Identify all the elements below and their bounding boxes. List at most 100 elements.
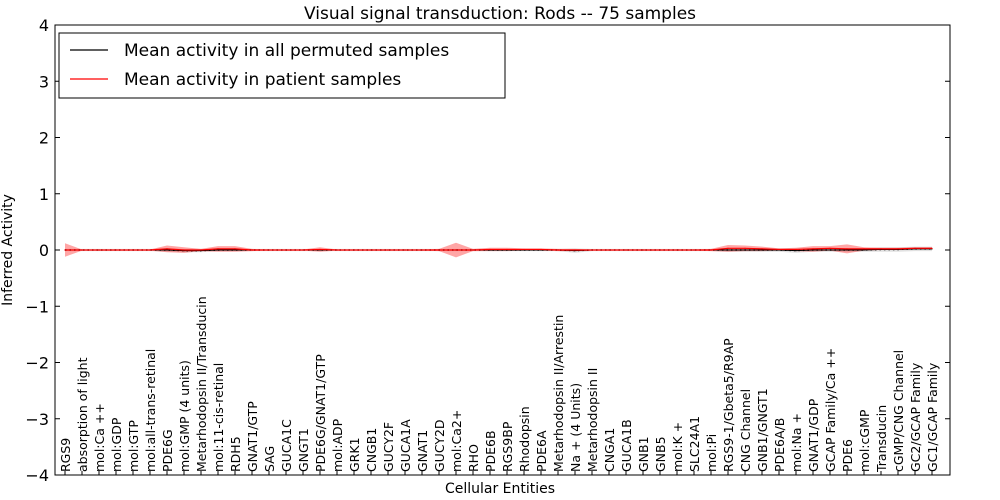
x-tick-label: GUCY2D <box>432 419 447 472</box>
data-point <box>795 248 797 251</box>
data-point <box>149 249 151 251</box>
x-tick-label: GC1/GCAP Family <box>925 362 940 472</box>
data-point <box>812 249 814 251</box>
x-tick-label: mol:all-trans-retinal <box>143 349 158 472</box>
x-tick-label: cGMP/CNG Channel <box>891 350 906 472</box>
data-point <box>81 249 83 251</box>
y-tick-label: 0 <box>39 241 49 260</box>
legend: Mean activity in all permuted samples Me… <box>58 32 506 99</box>
data-point <box>285 249 287 251</box>
data-point <box>659 249 661 251</box>
data-point <box>98 249 100 251</box>
x-tick-label: mol:Na + <box>789 413 804 472</box>
y-tick-label: −4 <box>25 466 49 485</box>
data-point <box>370 249 372 251</box>
data-point <box>727 249 729 251</box>
x-tick-label: GNGT1 <box>296 428 311 472</box>
x-tick-label: mol:GTP <box>126 420 141 472</box>
x-tick-label: mol:GDP <box>109 417 124 472</box>
data-point <box>931 247 933 249</box>
x-tick-label: SAG <box>262 446 277 472</box>
x-tick-label: Metarhodopsin II/Arrestin <box>551 315 566 472</box>
data-point <box>268 249 270 251</box>
data-point <box>812 248 814 250</box>
x-tick-label: absorption of light <box>75 357 90 472</box>
series-line-1 <box>65 247 932 251</box>
data-point <box>829 247 831 249</box>
x-tick-label: mol:ADP <box>330 418 345 472</box>
data-point <box>761 248 763 250</box>
data-point <box>557 249 559 251</box>
x-tick-label: Metarhodopsin II/Transducin <box>194 296 209 472</box>
x-tick-label: GNB1 <box>636 436 651 472</box>
data-point <box>353 249 355 251</box>
data-point <box>795 249 797 252</box>
x-tick-label: CNGB1 <box>364 428 379 472</box>
data-point <box>302 249 304 251</box>
data-point <box>863 248 865 250</box>
data-point <box>438 249 440 251</box>
x-tick-label: RHO <box>466 444 481 472</box>
data-point <box>319 248 321 251</box>
x-tick-label: mol:Ca2+ <box>449 410 464 472</box>
y-tick-label: 4 <box>39 16 49 35</box>
x-tick-label: PDE6G <box>160 429 175 472</box>
data-point <box>166 249 168 251</box>
data-point <box>727 247 729 249</box>
data-point <box>693 249 695 251</box>
data-point <box>251 249 253 251</box>
data-point <box>914 247 916 249</box>
x-tick-label: GNB5 <box>653 436 668 472</box>
data-point <box>387 249 389 251</box>
x-tick-label: GUCA1B <box>619 419 634 472</box>
data-point <box>421 249 423 251</box>
data-point <box>778 248 780 251</box>
data-point <box>217 248 219 250</box>
data-point <box>846 248 848 250</box>
y-tick-label: 1 <box>39 185 49 204</box>
data-point <box>710 249 712 251</box>
data-point <box>829 249 831 251</box>
data-point <box>234 248 236 250</box>
data-point <box>744 247 746 249</box>
permuted-dotted-line <box>65 248 932 252</box>
data-point <box>472 249 474 251</box>
data-point <box>489 248 491 251</box>
x-tick-label: mol:K + <box>670 422 685 472</box>
x-tick-label: GRK1 <box>347 437 362 472</box>
data-point <box>183 249 185 251</box>
x-tick-label: CNG Channel <box>738 389 753 472</box>
x-tick-label: mol:11-cis-retinal <box>211 363 226 472</box>
data-point <box>863 249 865 251</box>
x-tick-label: PDE6 <box>840 439 855 472</box>
y-tick-label: −3 <box>25 410 49 429</box>
x-tick-label: GNB1/GNGT1 <box>755 388 770 472</box>
data-point <box>217 249 219 251</box>
data-point <box>897 248 899 250</box>
data-point <box>234 249 236 251</box>
x-tick-label: GNAT1/GDP <box>806 398 821 472</box>
data-point <box>404 249 406 251</box>
x-axis-label: Cellular Entities <box>445 481 555 497</box>
legend-box <box>58 32 506 99</box>
x-tick-label: Na + (4 Units) <box>568 383 583 472</box>
data-point <box>574 249 576 251</box>
x-tick-label: PDE6G/GNAT1/GTP <box>313 354 328 472</box>
data-point <box>625 249 627 251</box>
x-tick-label: GUCA1C <box>279 419 294 472</box>
x-tick-label: mol:Pi <box>704 434 719 472</box>
x-tick-label: RGS9BP <box>500 421 515 472</box>
data-point <box>608 249 610 251</box>
x-tick-label: GC2/GCAP Family <box>908 362 923 472</box>
x-tick-label: Transducin <box>874 405 889 473</box>
data-point <box>880 248 882 250</box>
x-tick-label: GUCY2F <box>381 422 396 472</box>
y-tick-label: 3 <box>39 72 49 91</box>
x-tick-label: PDE6B <box>483 430 498 472</box>
x-tick-label: mol:cGMP <box>857 409 872 472</box>
data-point <box>64 249 66 251</box>
data-point <box>200 249 202 251</box>
x-tick-label: GUCA1A <box>398 419 413 472</box>
